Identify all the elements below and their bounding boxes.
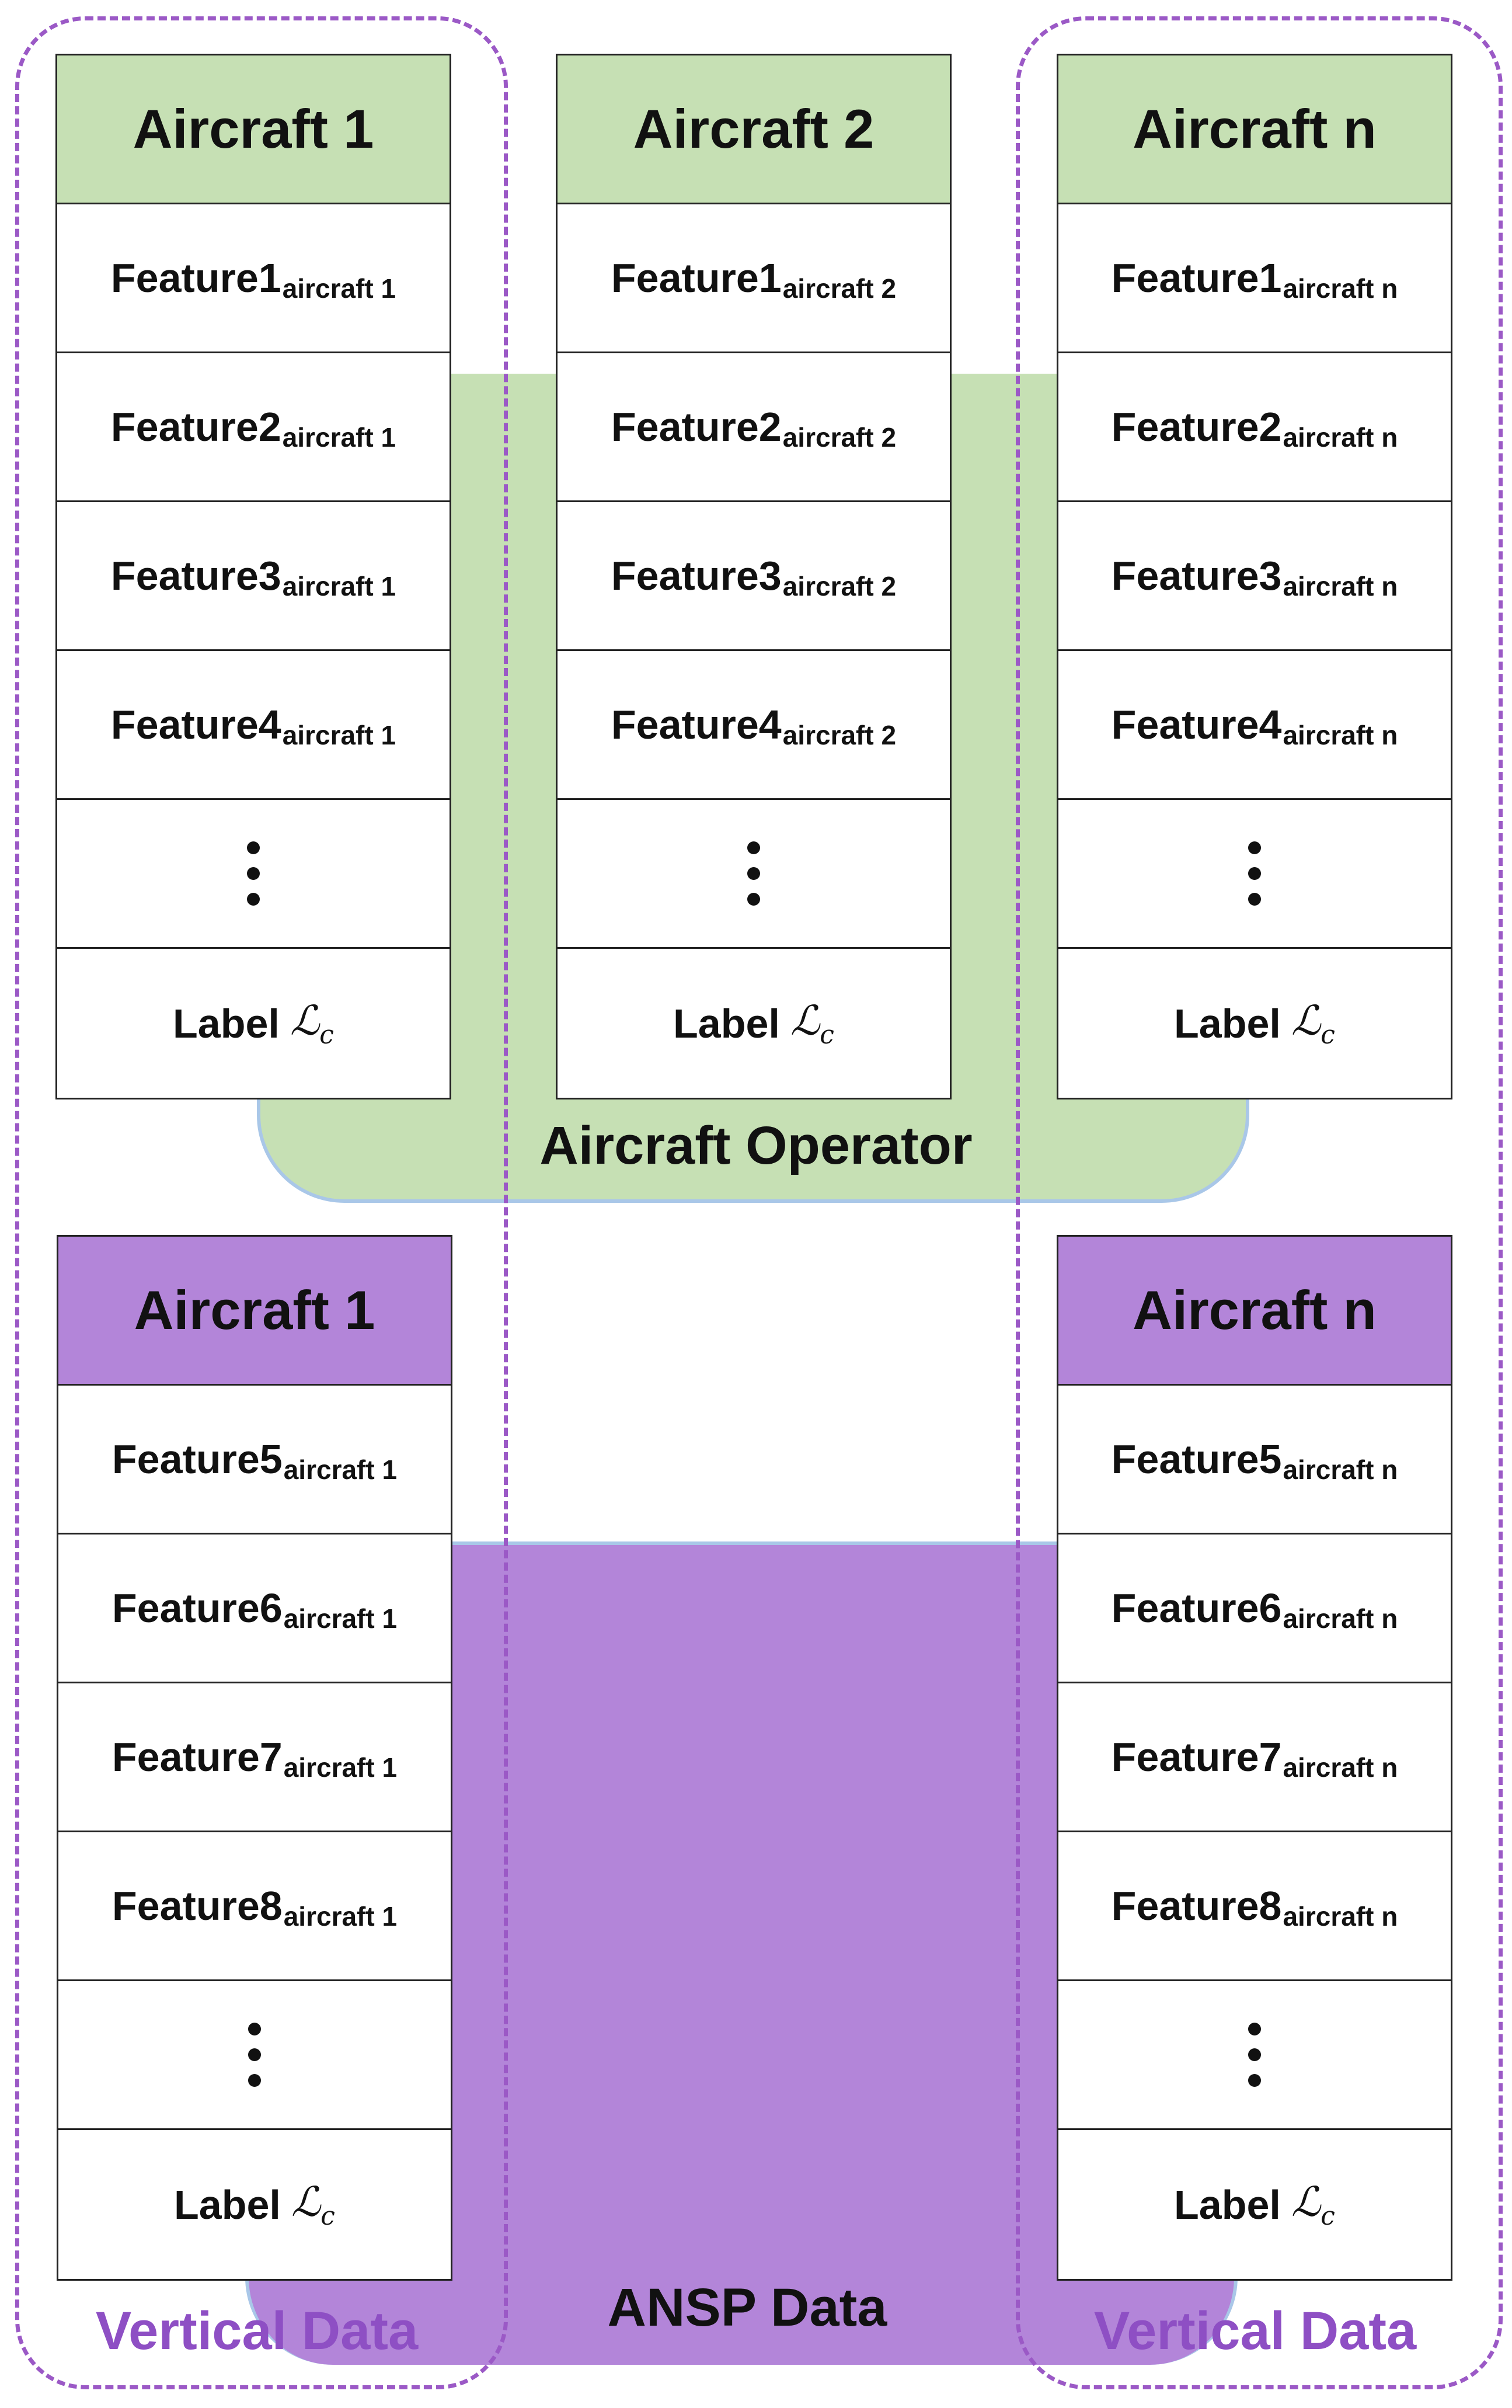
aircraft-operator-label: Aircraft Operator (539, 1116, 973, 1175)
column-header: Aircraft 1 (57, 55, 450, 204)
ellipsis-cell (57, 800, 450, 949)
vertical-data-boundary-left (15, 16, 508, 2389)
column-header: Aircraft 2 (558, 55, 950, 204)
vertical-ellipsis-icon (1248, 841, 1261, 906)
column-header: Aircraft 1 (58, 1237, 451, 1386)
column-header: Aircraft n (1058, 1237, 1451, 1386)
column-header: Aircraft n (1058, 55, 1451, 204)
vertical-data-label-right: Vertical Data (1093, 2301, 1417, 2361)
vertical-ellipsis-icon (248, 2023, 261, 2087)
ellipsis-cell (1058, 800, 1451, 949)
ellipsis-cell (58, 1981, 451, 2130)
vertical-ellipsis-icon (1248, 2023, 1261, 2087)
ansp-data-label: ANSP Data (607, 2278, 887, 2337)
vertical-data-label-left: Vertical Data (95, 2301, 419, 2361)
vertical-ellipsis-icon (747, 841, 760, 906)
ellipsis-cell (558, 800, 950, 949)
ellipsis-cell (1058, 1981, 1451, 2130)
vertical-data-boundary-right (1016, 16, 1503, 2389)
vertical-ellipsis-icon (247, 841, 260, 906)
